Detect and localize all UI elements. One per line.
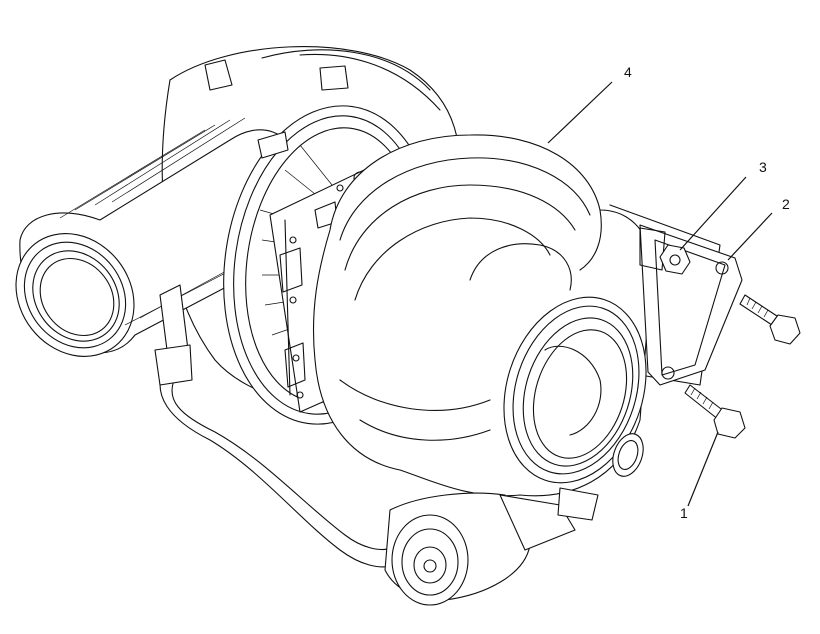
callout-label-3: 3 bbox=[759, 159, 767, 175]
callout-label-1: 1 bbox=[680, 505, 688, 521]
compressor-bracket bbox=[154, 131, 289, 386]
upper-bolt bbox=[739, 294, 801, 345]
wastegate-actuator bbox=[159, 364, 644, 606]
leader-4 bbox=[547, 81, 613, 144]
flange-nut bbox=[659, 244, 691, 275]
callout-leaders bbox=[547, 81, 773, 507]
leader-3 bbox=[679, 176, 747, 251]
leader-2 bbox=[727, 212, 773, 261]
turbine-mount-flange bbox=[639, 224, 743, 386]
compressor-inlet bbox=[15, 117, 302, 357]
lower-bolt bbox=[684, 384, 746, 439]
callout-label-4: 4 bbox=[624, 64, 632, 80]
turbine-outlet-flange bbox=[503, 296, 647, 484]
leader-1 bbox=[687, 431, 719, 507]
callout-label-2: 2 bbox=[782, 196, 790, 212]
